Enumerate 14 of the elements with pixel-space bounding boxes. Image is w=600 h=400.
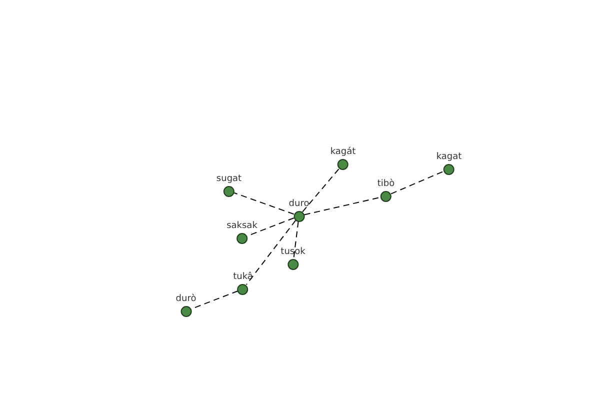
node-label: duro (288, 198, 310, 210)
node-label: saksak (226, 220, 258, 232)
dashed-connector (304, 196, 382, 216)
dashed-connector (234, 192, 294, 215)
node-label: kagát (330, 146, 356, 158)
dashed-connector (293, 220, 299, 260)
node-label: tukâ (233, 270, 253, 282)
dashed-connector (390, 170, 444, 194)
node-label: tusok (280, 246, 306, 258)
node-label: kagat (436, 150, 462, 162)
node-label: durò (176, 292, 196, 304)
dashed-connector (302, 168, 340, 212)
node-label: sugat (216, 172, 242, 184)
node-label: tibò (377, 178, 395, 190)
